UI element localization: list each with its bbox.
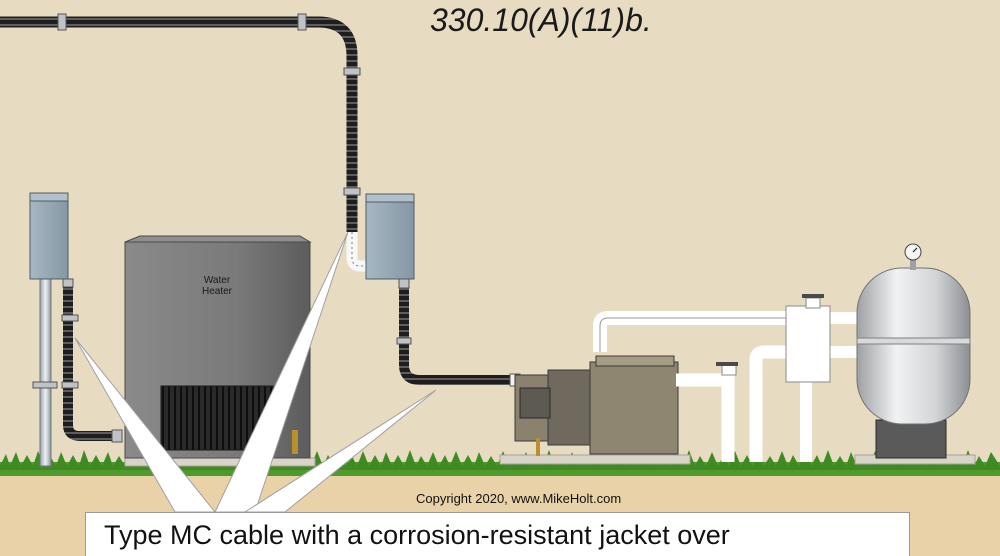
mc-cable-right — [399, 282, 512, 385]
pump-strainer-housing — [589, 361, 679, 455]
valve-handles — [716, 294, 824, 366]
pvc-piping — [593, 311, 858, 462]
valve-bodies — [721, 297, 831, 383]
pool-filter — [856, 243, 971, 459]
cable-straps — [57, 13, 361, 196]
copyright-notice: Copyright 2020, www.MikeHolt.com — [416, 491, 622, 506]
gas-valve — [292, 430, 298, 454]
mc-cable-left — [63, 282, 118, 441]
mc-cable-overhead — [0, 16, 358, 232]
heater-label-line2: Heater — [202, 286, 233, 297]
conduit-elbow-outline — [351, 232, 368, 267]
callout-text: Type MC cable with a corrosion-resistant… — [104, 520, 730, 550]
left-fittings — [32, 278, 123, 443]
callout-box — [85, 512, 910, 556]
right-disconnect-enclosure — [365, 193, 415, 280]
callout-pointers — [74, 231, 437, 513]
pump-pad — [499, 454, 691, 465]
support-pole — [39, 278, 52, 467]
code-reference-heading: 330.10(A)(11)b. — [430, 2, 652, 38]
pool-pump — [514, 355, 679, 456]
left-disconnect-enclosure — [29, 192, 69, 280]
heater-label-line1: Water — [204, 275, 231, 286]
